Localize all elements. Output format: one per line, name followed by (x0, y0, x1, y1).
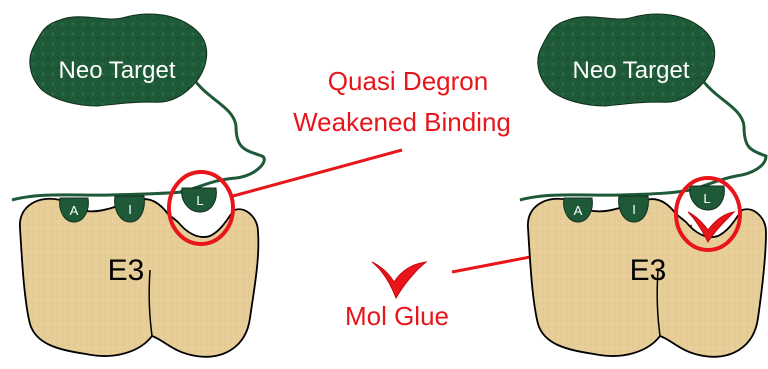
left-peptide-backbone (12, 192, 182, 200)
quasi-degron-label: Quasi Degron (328, 66, 488, 96)
right-motif-a-label: A (574, 203, 583, 218)
right-neo-target-label: Neo Target (573, 57, 690, 84)
left-panel: Neo Target A I L E3 (12, 14, 264, 357)
left-motif-l-label: L (196, 193, 203, 208)
left-neo-target-label: Neo Target (59, 57, 176, 84)
left-linker-strand (180, 82, 264, 192)
left-motif-i-label: I (128, 202, 132, 217)
right-panel: Neo Target A I L E3 (520, 14, 766, 357)
mol-glue-label: Mol Glue (345, 301, 449, 331)
right-linker-strand (690, 82, 766, 190)
weakened-binding-label: Weakened Binding (293, 107, 511, 137)
left-motif-a-label: A (70, 203, 79, 218)
right-motif-l-label: L (703, 191, 710, 206)
mol-glue-shape (372, 262, 426, 298)
right-peptide-backbone (520, 190, 690, 200)
right-motif-i-label: I (632, 202, 636, 217)
left-e3-label: E3 (108, 254, 145, 287)
right-e3-label: E3 (630, 254, 667, 287)
quasi-degron-pointer-line (233, 150, 402, 196)
